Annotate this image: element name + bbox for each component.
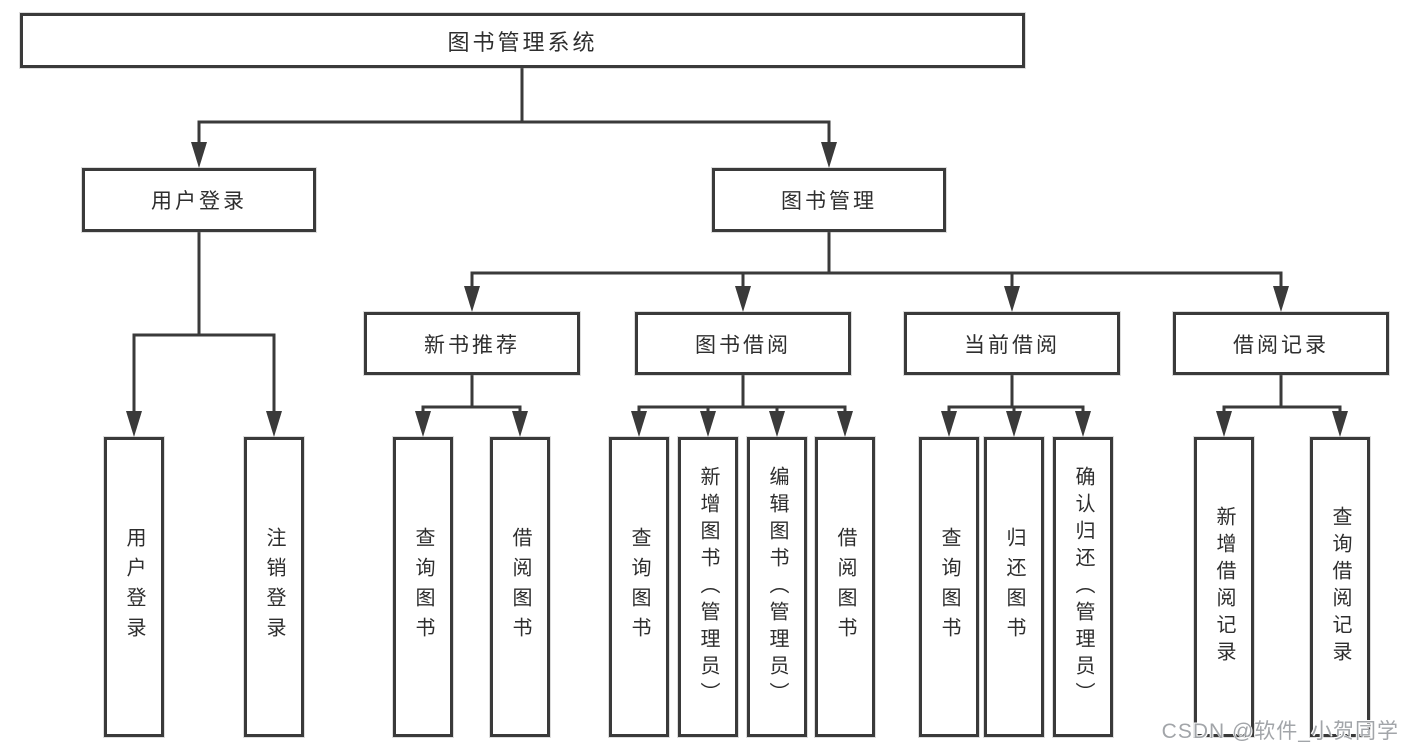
- leaf-borrow-book-2: 借阅图书: [815, 437, 875, 737]
- leaf-query-book-2: 查询图书: [609, 437, 669, 737]
- leaf-confirm-return-admin: 确认归还（管理员）: [1053, 437, 1113, 737]
- arrowhead-icon: [126, 411, 142, 437]
- connector-userlogin-children: [132, 230, 276, 417]
- arrowhead-icon: [631, 411, 647, 437]
- arrowhead-icon: [941, 411, 957, 437]
- arrowhead-icon: [1273, 286, 1289, 312]
- leaf-borrow-book-1: 借阅图书: [490, 437, 550, 737]
- arrowhead-icon: [464, 286, 480, 312]
- arrowhead-icon: [191, 142, 207, 168]
- node-label: 图书借阅: [695, 333, 791, 357]
- arrowhead-icon: [1075, 411, 1091, 437]
- leaf-add-borrow-record: 新增借阅记录: [1194, 437, 1254, 737]
- connector-newbookrec-children: [421, 373, 522, 418]
- node-label: 注销登录: [263, 527, 285, 647]
- node-new-book-recommend: 新书推荐: [364, 312, 580, 375]
- leaf-user-login: 用户登录: [104, 437, 164, 737]
- connector-root-to-level2: [197, 66, 831, 148]
- arrowhead-icon: [266, 411, 282, 437]
- leaf-query-book-1: 查询图书: [393, 437, 453, 737]
- arrowhead-icon: [700, 411, 716, 437]
- arrowhead-icon: [1004, 286, 1020, 312]
- node-label: 新增借阅记录: [1213, 506, 1235, 668]
- node-label: 新增图书（管理员）: [697, 465, 719, 709]
- connector-bookborrow-children: [637, 373, 847, 418]
- node-label: 查询图书: [938, 527, 960, 647]
- arrowhead-icon: [769, 411, 785, 437]
- node-borrowing-records: 借阅记录: [1173, 312, 1389, 375]
- connector-currentborrow-children: [947, 373, 1085, 418]
- leaf-add-book-admin: 新增图书（管理员）: [678, 437, 738, 737]
- leaf-return-book: 归还图书: [984, 437, 1044, 737]
- arrowhead-icon: [1216, 411, 1232, 437]
- node-user-login-branch: 用户登录: [82, 168, 316, 232]
- node-label: 新书推荐: [424, 333, 520, 357]
- arrowhead-icon: [1332, 411, 1348, 437]
- node-label: 用户登录: [151, 190, 247, 213]
- connector-borrowrecords-children: [1222, 373, 1342, 418]
- arrowhead-icon: [735, 286, 751, 312]
- leaf-logout: 注销登录: [244, 437, 304, 737]
- arrowhead-icon: [415, 411, 431, 437]
- node-label: 编辑图书（管理员）: [766, 465, 788, 709]
- node-book-borrowing: 图书借阅: [635, 312, 851, 375]
- leaf-edit-book-admin: 编辑图书（管理员）: [747, 437, 807, 737]
- node-label: 借阅记录: [1233, 333, 1329, 357]
- node-label: 图书管理系统: [447, 29, 598, 55]
- node-label: 查询图书: [628, 527, 650, 647]
- node-label: 借阅图书: [509, 527, 531, 647]
- node-label: 查询图书: [412, 527, 434, 647]
- node-label: 图书管理: [781, 190, 877, 213]
- node-label: 借阅图书: [834, 527, 856, 647]
- node-label: 当前借阅: [964, 333, 1060, 357]
- node-label: 用户登录: [123, 527, 145, 647]
- node-current-borrowing: 当前借阅: [904, 312, 1120, 375]
- connector-bookmgmt-children: [470, 230, 1283, 293]
- arrowhead-icon: [837, 411, 853, 437]
- arrowhead-icon: [1006, 411, 1022, 437]
- leaf-query-borrow-record: 查询借阅记录: [1310, 437, 1370, 737]
- node-label: 确认归还（管理员）: [1072, 465, 1094, 709]
- node-system-root: 图书管理系统: [20, 13, 1025, 68]
- node-book-management: 图书管理: [712, 168, 946, 232]
- node-label: 查询借阅记录: [1329, 506, 1351, 668]
- csdn-watermark: CSDN @软件_小贺同学: [1161, 720, 1399, 743]
- arrowhead-icon: [512, 411, 528, 437]
- node-label: 归还图书: [1003, 527, 1025, 647]
- arrowhead-icon: [821, 142, 837, 168]
- leaf-query-book-3: 查询图书: [919, 437, 979, 737]
